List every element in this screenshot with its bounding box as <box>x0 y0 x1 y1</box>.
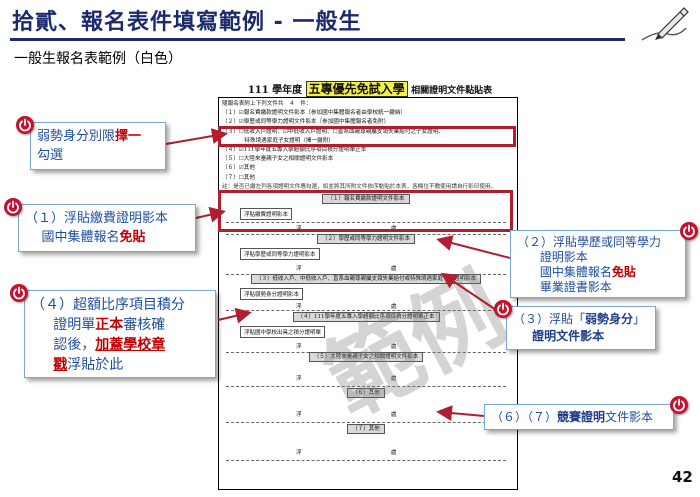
checklist-item: （４）☑111學年度五專入學超額比序項目積分證明單正本 <box>222 146 367 153</box>
callout-text: 浮貼於此 <box>67 357 124 373</box>
paste-mark: 浮 <box>296 266 302 272</box>
checklist-item: 特殊境遇家庭子女證明（擇一繳附） <box>222 137 334 144</box>
paste-area-label: 浮貼國中學校出具之積分證明單 <box>240 326 326 338</box>
checklist-header: 隨報名表附上下列文件共 ４ 件： <box>222 101 312 107</box>
form-title-highlight: 五專優先免試入學 <box>305 81 408 97</box>
power-bullet-icon <box>4 198 22 216</box>
callout-emphasis: 弱勢身分 <box>585 312 634 326</box>
section-7: （７）其他 浮 處 <box>226 424 506 461</box>
section-5: （５）大陸來臺親子女之相關證明文件影本 浮 處 <box>226 352 506 388</box>
callout-emphasis: 加蓋學校章 <box>95 337 166 353</box>
callout-emphasis: 免貼 <box>119 230 146 245</box>
callout-text: 證明影本 <box>539 250 588 264</box>
section-label: （１）報名費繳款證明文件影本 <box>322 194 410 204</box>
paste-mark: 浮 <box>296 344 302 350</box>
application-form-sample: 111 學年度 五專優先免試入學 相關證明文件黏貼表 隨報名表附上下列文件共 ４… <box>210 72 530 492</box>
section-4: （４）111學年度五專入學超額比序項目積分證明單正本 浮貼國中學校出具之積分證明… <box>226 312 506 353</box>
callout-text: 審核確 <box>123 317 166 333</box>
checklist-item: （２）☑學歷或同等學力證明文件影本（参加國中集體報名者免附） <box>222 119 390 126</box>
callout-text: 」 <box>633 312 646 326</box>
callout-text: 認後， <box>53 337 96 353</box>
paste-mark: 浮 <box>296 450 302 456</box>
callout-education-proof: （２）浮貼學歷或同等學力 證明影本 國中集體報名免貼 畢業證書影本 <box>510 230 686 298</box>
callout-text: 文件影本 <box>605 410 654 424</box>
section-2: （２）學歷或同等學力證明文件影本 浮貼學歷或同等學力證明影本 浮 處 <box>226 234 506 275</box>
callout-text: 證明單 <box>53 317 96 333</box>
checklist-item: （７）☐其他 <box>222 174 255 181</box>
paste-mark: 處 <box>391 376 397 382</box>
paste-mark: 浮 <box>296 304 302 310</box>
callout-emphasis: 競賽證明 <box>557 410 606 424</box>
callout-text: 國中集體報名 <box>539 265 612 279</box>
checklist-item: （６）☑其他 <box>222 165 255 172</box>
power-bullet-icon <box>494 300 512 318</box>
paste-area-label: 浮貼學歷或同等學力證明影本 <box>240 248 320 260</box>
section-label: （４）111學年度五專入學超額比序項目積分證明單正本 <box>292 312 440 322</box>
section-6: （６）其他 浮 處 <box>226 388 506 424</box>
dashed-line <box>226 310 506 311</box>
paste-mark: 處 <box>391 450 397 456</box>
paste-mark: 處 <box>391 304 397 310</box>
pen-icon <box>641 7 689 41</box>
section-3: （３）低收入戶、中低收入戶、直系血親尊親屬支領失業給付或特殊境遇家庭子女證明影本… <box>226 274 506 314</box>
paste-area-label: 浮貼繳費證明影本 <box>240 208 293 220</box>
page-title: 拾貳、報名表件填寫範例 - 一般生 <box>12 10 362 35</box>
callout-payment-proof: （１）浮貼繳費證明影本 國中集體報名免貼 <box>18 204 196 252</box>
form-title-rest: 相關證明文件黏貼表 <box>411 86 493 96</box>
dashed-line <box>226 460 506 461</box>
callout-text: 弱勢身分別限 <box>37 129 116 144</box>
callout-emphasis: 正本 <box>95 317 124 333</box>
checklist-item: （３）☐低收入戶證明、☑中低收入戶證明、☐直系血親尊親屬支領失業給付之子女證明、 <box>222 128 445 135</box>
callout-text: （３）浮貼「 <box>513 312 586 326</box>
dashed-line <box>226 422 506 423</box>
callout-emphasis: 證明文件影本 <box>532 329 605 343</box>
callout-emphasis: 擇一 <box>115 129 142 144</box>
callout-emphasis: 免貼 <box>611 265 636 279</box>
checklist-item: （１）☑報名費繳款證明文件影本（参加國中集體報名者由學校統一繳納） <box>222 110 407 117</box>
checklist-item: （５）☐大陸來臺親子女之相關證明文件影本 <box>222 156 334 163</box>
callout-text: （４）超額比序項目積分 <box>31 297 185 313</box>
paste-mark: 處 <box>391 344 397 350</box>
paste-area-label: 浮貼弱勢身分證明影本 <box>240 288 304 300</box>
paste-mark: 浮 <box>296 376 302 382</box>
dashed-line <box>226 222 506 223</box>
document-checklist: 隨報名表附上下列文件共 ４ 件： （１）☑報名費繳款證明文件影本（参加國中集體報… <box>222 100 516 192</box>
power-bullet-icon <box>16 116 34 134</box>
callout-text: 國中集體報名 <box>41 230 120 245</box>
power-bullet-icon <box>10 284 28 302</box>
callout-text: （６）（７） <box>491 410 558 424</box>
section-label: （５）大陸來臺親子女之相關證明文件影本 <box>308 352 424 362</box>
form-title: 111 學年度 五專優先免試入學 相關證明文件黏貼表 <box>210 80 530 97</box>
callout-disadvantaged-status: 弱勢身分別限擇一 勾選 <box>30 122 166 170</box>
callout-text: 畢業證書影本 <box>539 280 612 294</box>
section-label: （３）低收入戶、中低收入戶、直系血親尊親屬支領失業給付或特殊境遇家庭子女證明影本 <box>250 274 481 284</box>
callout-text: 勾選 <box>37 148 64 163</box>
dashed-line <box>226 386 506 387</box>
callout-score-certificate: （４）超額比序項目積分 證明單正本審核確 認後，加蓋學校章 戳浮貼於此 <box>24 290 216 378</box>
callout-disadvantaged-proof: （３）浮貼「弱勢身分」 證明文件影本 <box>506 306 656 350</box>
section-label: （７）其他 <box>347 424 385 434</box>
page-number: 42 <box>672 468 693 486</box>
page-subtitle: 一般生報名表範例（白色） <box>14 51 182 67</box>
paste-mark: 處 <box>391 266 397 272</box>
power-bullet-icon <box>680 222 698 240</box>
section-label: （６）其他 <box>347 388 385 398</box>
title-divider <box>10 38 625 41</box>
form-title-year: 111 學年度 <box>247 85 303 96</box>
power-bullet-icon <box>670 396 688 414</box>
callout-text: （１）浮貼繳費證明影本 <box>25 211 169 226</box>
checklist-note: 註：是否已繳左列各項證明文件應勾選，如並將其所附文件依序黏貼於本表，各欄位不敷使… <box>222 183 497 190</box>
section-label: （２）學歷或同等學力證明文件影本 <box>316 234 415 244</box>
callout-emphasis: 戳 <box>53 357 68 373</box>
paste-mark: 處 <box>391 412 397 418</box>
callout-text: （２）浮貼學歷或同等學力 <box>517 235 662 249</box>
callout-competition-proof: （６）（７）競賽證明文件影本 <box>484 404 674 430</box>
paste-mark: 浮 <box>296 412 302 418</box>
